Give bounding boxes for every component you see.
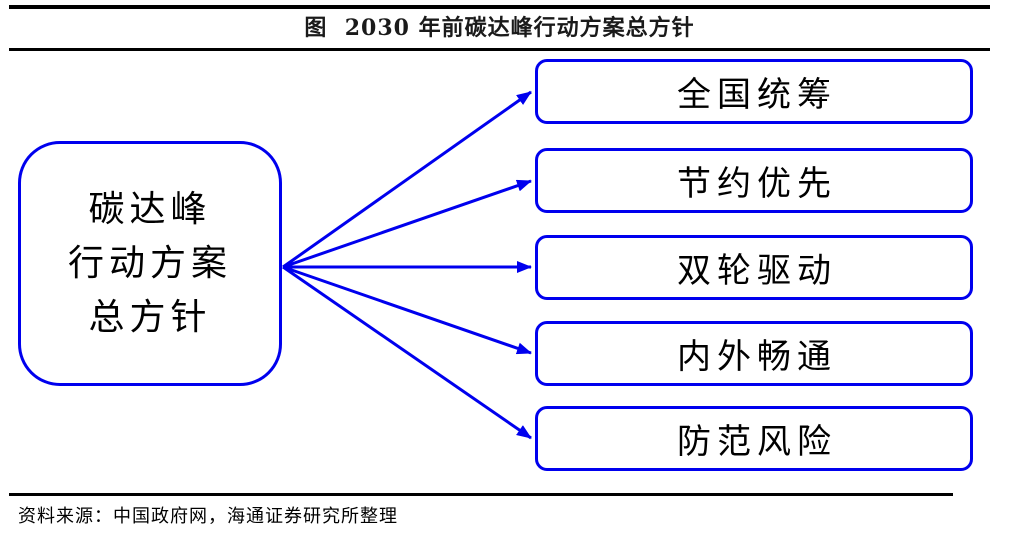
branch-node-internal-external-flow: 内外畅通 (535, 321, 973, 386)
branch-node-dual-wheel-drive: 双轮驱动 (535, 235, 973, 300)
branch-node-risk-prevention: 防范风险 (535, 406, 973, 471)
branch-node-conservation-first: 节约优先 (535, 148, 973, 213)
branch-label: 节约优先 (677, 164, 837, 204)
footer-rule (9, 493, 953, 496)
branch-label: 防范风险 (677, 422, 837, 462)
branch-label: 双轮驱动 (677, 251, 837, 291)
branch-label: 内外畅通 (677, 337, 837, 377)
central-node: 碳达峰 行动方案 总方针 (18, 141, 282, 386)
source-note: 资料来源：中国政府网，海通证券研究所整理 (18, 506, 398, 527)
central-node-line-2: 行动方案 (67, 242, 232, 284)
title-underline-rule (9, 48, 990, 51)
central-node-line-1: 碳达峰 (88, 188, 212, 230)
branch-label: 全国统筹 (677, 75, 837, 115)
figure-title: 图 2030 年前碳达峰行动方案总方针 (304, 15, 695, 41)
central-node-line-3: 总方针 (88, 296, 212, 338)
top-rule (9, 5, 990, 9)
branch-node-overall-planning: 全国统筹 (535, 59, 973, 124)
